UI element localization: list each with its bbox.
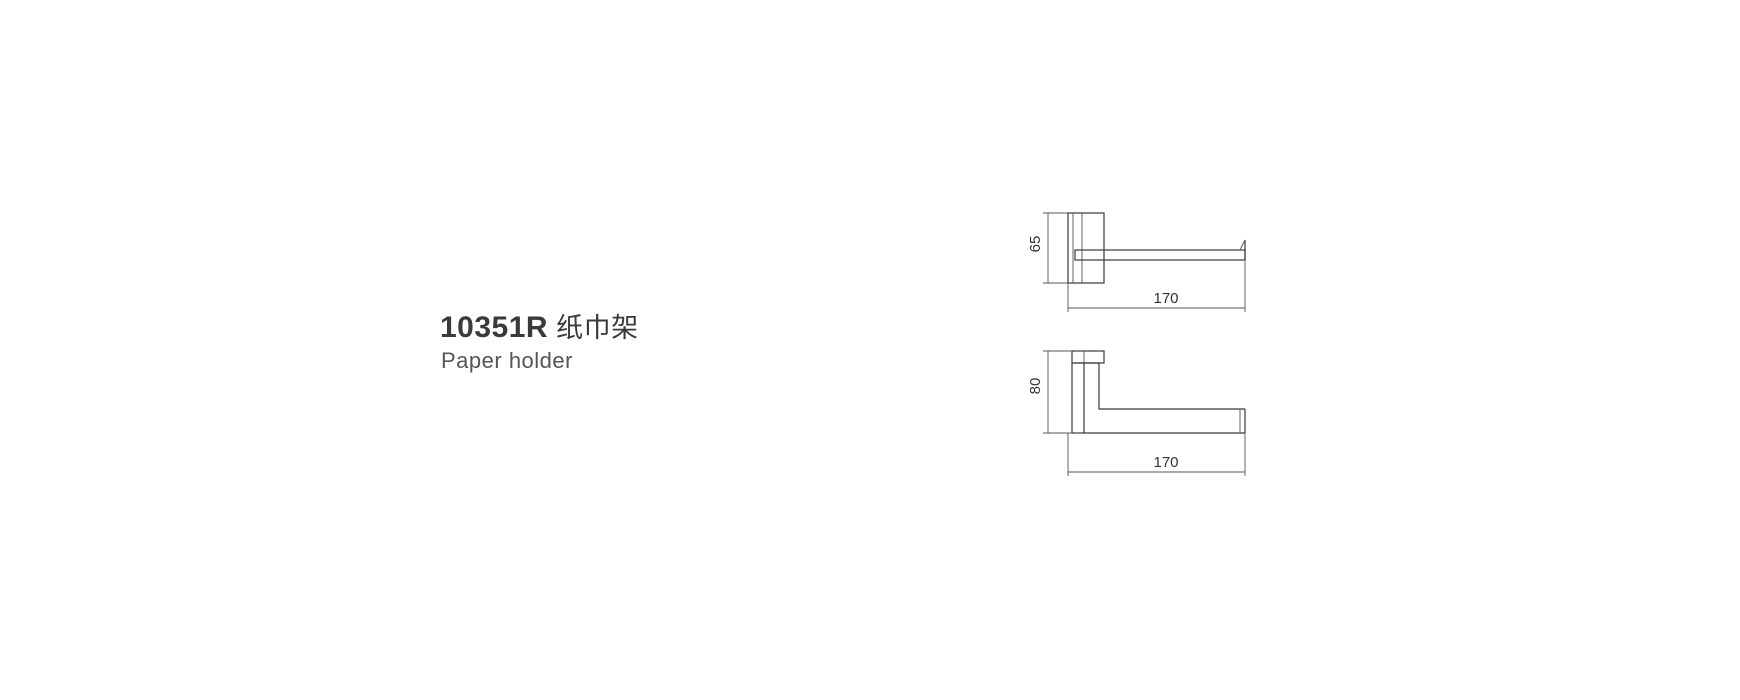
front-view-wall-plate xyxy=(1071,362,1085,434)
top-view-width-label: 170 xyxy=(1153,290,1178,307)
front-view-height-label: 80 xyxy=(1027,378,1044,395)
front-view-cap xyxy=(1071,350,1105,364)
top-view: 65 170 xyxy=(1027,212,1246,312)
front-view-arm-top xyxy=(1084,362,1245,410)
top-view-base-plate xyxy=(1067,212,1105,284)
top-view-arm xyxy=(1074,249,1246,261)
front-view: 80 170 xyxy=(1027,350,1246,476)
top-view-arm-tip-slant xyxy=(1239,239,1246,251)
top-view-height-label: 65 xyxy=(1027,236,1044,253)
product-code: 10351R xyxy=(440,311,549,344)
front-view-width-label: 170 xyxy=(1153,454,1178,471)
product-name-cn: 纸巾架 xyxy=(556,313,639,344)
product-name-en: Paper holder xyxy=(441,348,573,373)
